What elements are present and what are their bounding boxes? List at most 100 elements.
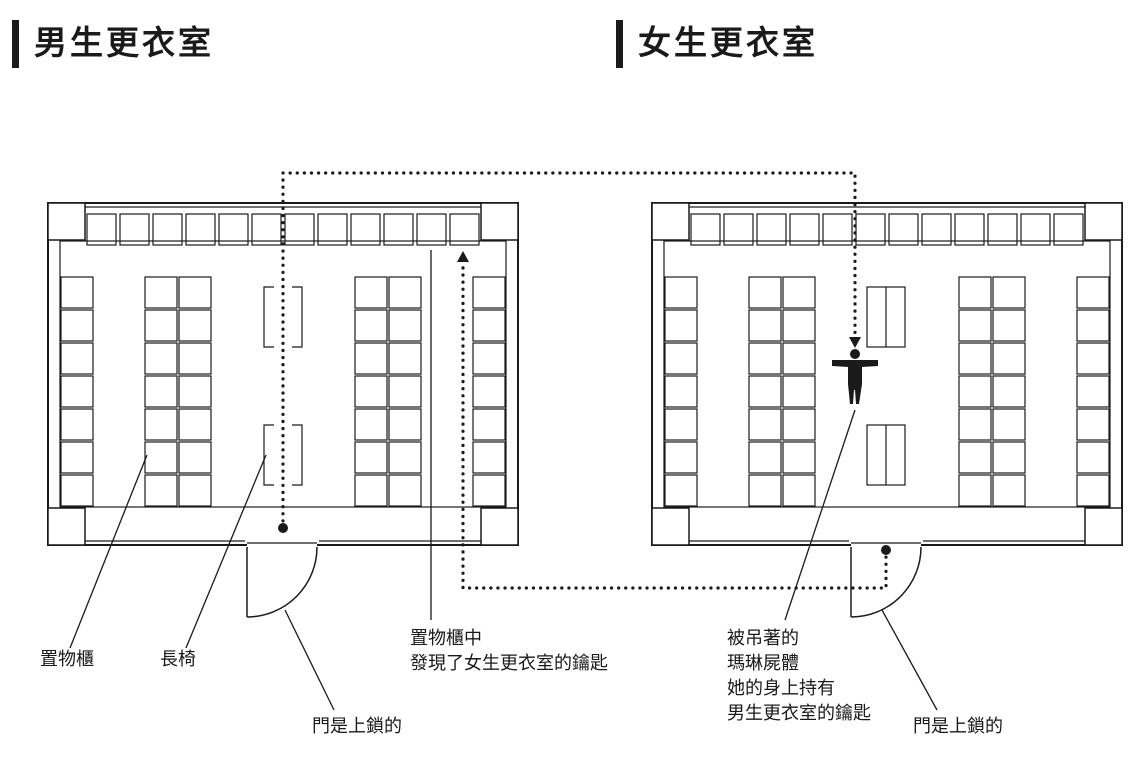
route-start-dot xyxy=(881,545,891,555)
locker xyxy=(992,342,1026,375)
corner-pillar xyxy=(1084,202,1123,241)
locker xyxy=(144,441,178,474)
locker xyxy=(958,441,992,474)
locker xyxy=(178,375,212,408)
locker xyxy=(472,375,506,408)
locker xyxy=(992,474,1026,507)
locker-top xyxy=(1020,213,1051,246)
locker-top xyxy=(86,213,117,246)
figure-body xyxy=(832,360,878,404)
locker xyxy=(144,408,178,441)
locker-top xyxy=(284,213,315,246)
locker xyxy=(1076,408,1110,441)
locker xyxy=(178,309,212,342)
locker xyxy=(472,342,506,375)
locker xyxy=(748,309,782,342)
leader-lockers xyxy=(69,454,148,649)
dotted-route-upper xyxy=(281,171,857,530)
door-opening xyxy=(247,542,317,548)
locker xyxy=(664,408,698,441)
arrowhead-up-icon xyxy=(457,251,469,262)
locker-top xyxy=(888,213,919,246)
locker xyxy=(472,474,506,507)
locker xyxy=(60,375,94,408)
locker xyxy=(60,309,94,342)
corner-pillar xyxy=(47,507,86,546)
locker xyxy=(354,309,388,342)
locker xyxy=(178,474,212,507)
leader-door-men xyxy=(284,609,335,711)
locker xyxy=(958,474,992,507)
locker xyxy=(354,441,388,474)
label-body-line2: 瑪琳屍體 xyxy=(727,653,799,674)
locker xyxy=(958,276,992,309)
locker-top xyxy=(690,213,721,246)
locker-top xyxy=(152,213,183,246)
locker xyxy=(60,276,94,309)
locker xyxy=(748,441,782,474)
locker xyxy=(664,276,698,309)
locker xyxy=(144,276,178,309)
leader-door-women xyxy=(881,609,938,711)
route-start-dot xyxy=(278,523,288,533)
locker-top xyxy=(954,213,985,246)
locker xyxy=(472,276,506,309)
locker xyxy=(748,276,782,309)
locker xyxy=(664,474,698,507)
outer-wall xyxy=(651,202,1123,546)
title-bar xyxy=(12,20,19,68)
door-swing-arc xyxy=(850,546,922,618)
label-key-found-line2: 發現了女生更衣室的鑰匙 xyxy=(410,653,608,674)
locker xyxy=(472,441,506,474)
locker xyxy=(782,309,816,342)
locker xyxy=(178,342,212,375)
leader-body xyxy=(784,409,856,621)
locker-top xyxy=(383,213,414,246)
locker xyxy=(992,375,1026,408)
locker xyxy=(992,309,1026,342)
locker xyxy=(472,309,506,342)
corner-pillar xyxy=(651,507,690,546)
locker xyxy=(60,342,94,375)
locker xyxy=(748,375,782,408)
locker xyxy=(178,276,212,309)
locker xyxy=(354,276,388,309)
locker xyxy=(958,375,992,408)
locker-top xyxy=(350,213,381,246)
locker xyxy=(178,408,212,441)
locker xyxy=(782,375,816,408)
corner-pillar xyxy=(480,202,519,241)
locker xyxy=(958,408,992,441)
locker xyxy=(1076,309,1110,342)
corner-pillar xyxy=(47,202,86,241)
locker xyxy=(1076,375,1110,408)
locker xyxy=(388,342,422,375)
locker-top xyxy=(855,213,886,246)
locker xyxy=(664,309,698,342)
bench-right-bracket xyxy=(292,286,303,348)
leader-bench xyxy=(185,454,267,649)
corner-pillar xyxy=(1084,507,1123,546)
locker xyxy=(144,474,178,507)
dotted-route-lower xyxy=(461,261,888,590)
locker-top xyxy=(449,213,480,246)
arrowhead-down-icon xyxy=(849,337,861,348)
label-key-found: 置物櫃中 發現了女生更衣室的鑰匙 xyxy=(410,626,608,676)
locker xyxy=(782,474,816,507)
locker-top xyxy=(987,213,1018,246)
locker xyxy=(1076,441,1110,474)
leader-lines xyxy=(69,250,938,711)
locker xyxy=(144,309,178,342)
locker xyxy=(144,342,178,375)
label-bench: 長椅 xyxy=(160,649,196,670)
locker xyxy=(748,474,782,507)
locker xyxy=(782,408,816,441)
route-paths xyxy=(278,171,891,590)
locker xyxy=(354,375,388,408)
locker xyxy=(144,375,178,408)
locker-top xyxy=(185,213,216,246)
locker xyxy=(388,309,422,342)
corner-pillar xyxy=(651,202,690,241)
locker xyxy=(992,276,1026,309)
